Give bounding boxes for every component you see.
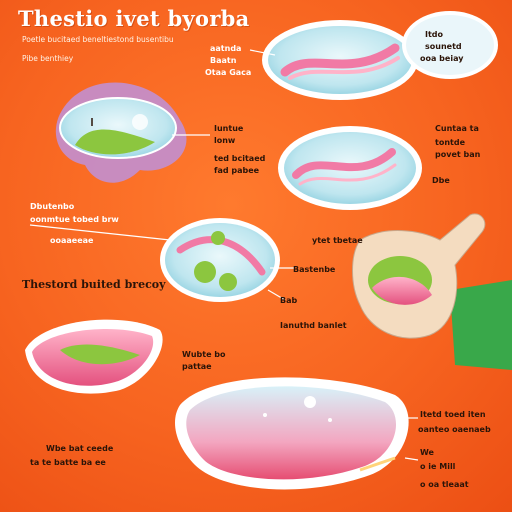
tissue-bottom-large: [175, 377, 409, 490]
label-top-center-1: aatnda: [210, 44, 242, 53]
leader-lines: [29, 49, 419, 461]
subtitle-line-1: Poetle bucitaed beneltiestond busentibu: [22, 35, 174, 44]
bubble-text-3: ooa beiay: [420, 54, 464, 63]
speech-bubble-top-right: [402, 11, 498, 79]
label-mid-left-2: lonw: [214, 136, 236, 145]
label-top-center-2: Baatn: [210, 56, 237, 65]
label-bottom-right-3: We: [420, 448, 434, 457]
cell-top-center: [262, 20, 418, 100]
cell-left-top: [55, 82, 187, 183]
label-center-1: ytet tbetae: [312, 236, 363, 245]
label-bottom-left-1: Wbe bat ceede: [46, 444, 114, 453]
label-bottom-right-5: o oa tleaat: [420, 480, 469, 489]
label-bottom-right-1: Itetd toed iten: [420, 410, 486, 419]
label-small-right: Dbe: [432, 176, 450, 185]
label-center-4: Ianuthd banlet: [280, 321, 347, 330]
label-lower-left-2: pattae: [182, 362, 212, 371]
bubble-text-2: sounetd: [425, 42, 462, 51]
label-bottom-right-4: o ie Mill: [420, 462, 456, 471]
page-title: Thestio ivet byorba: [18, 6, 250, 31]
label-top-center-3: Otaa Gaca: [205, 68, 252, 77]
label-mid-right-1: Cuntaa ta: [435, 124, 479, 133]
label-mid-left-1: Iuntue: [214, 124, 244, 133]
hand-holding-tissue-icon: [352, 213, 512, 370]
label-left-block-2: oonmtue tobed brw: [30, 215, 119, 224]
label-center-3: Bab: [280, 296, 298, 305]
label-mid-right-2: tontde: [435, 138, 465, 147]
cell-center: [160, 218, 280, 302]
label-mid-left-3: ted bcitaed: [214, 154, 266, 163]
label-left-block-1: Dbutenbo: [30, 202, 75, 211]
label-mid-right-3: povet ban: [435, 150, 481, 159]
subtitle-line-2: Pibe benthiey: [22, 54, 74, 63]
label-mid-left-4: fad pabee: [214, 166, 260, 175]
label-center-2: Bastenbe: [293, 265, 336, 274]
cell-right-middle: [278, 126, 422, 210]
label-lower-left-1: Wubte bo: [182, 350, 226, 359]
label-bottom-left-2: ta te batte ba ee: [30, 458, 106, 467]
label-bottom-right-2: oanteo oaenaeb: [418, 425, 491, 434]
bubble-text-1: Itdo: [425, 30, 444, 39]
label-left-block-3: ooaaeeae: [50, 236, 94, 245]
tissue-lower-left: [25, 319, 163, 394]
section-heading: Thestord buited brecoy: [22, 278, 166, 291]
